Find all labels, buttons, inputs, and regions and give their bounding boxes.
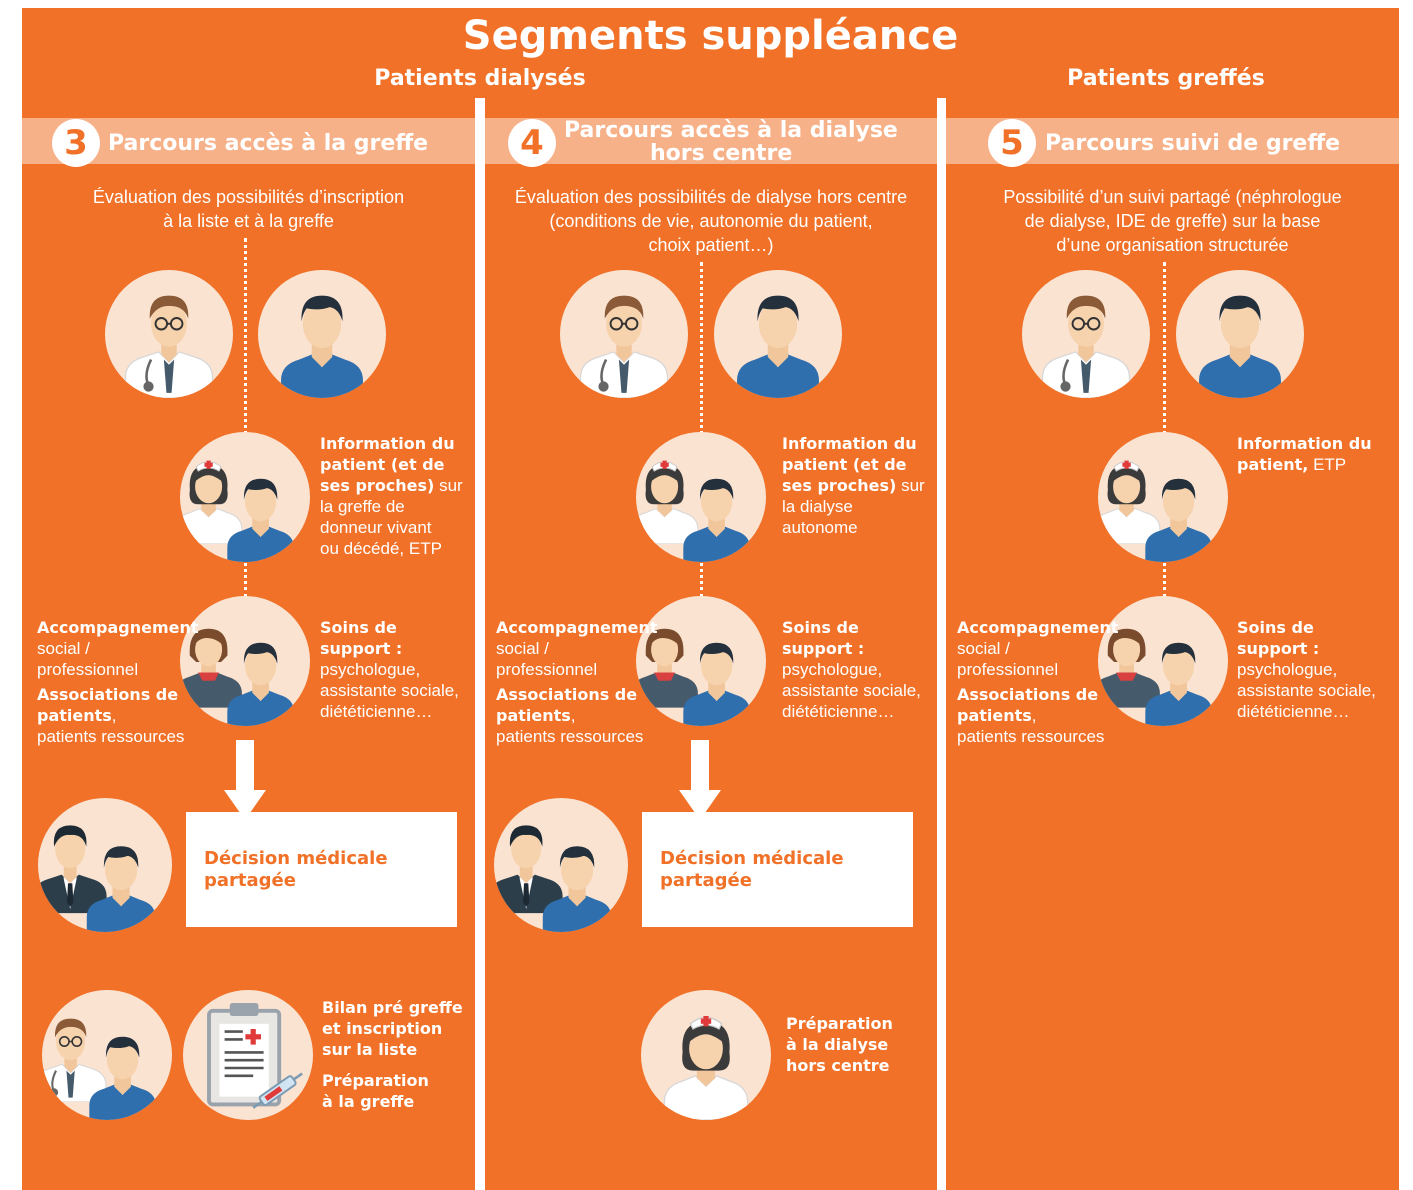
column-5-support-text: Soins de support : psychologue, assistan…: [1237, 618, 1376, 721]
column-5-title: Parcours suivi de greffe: [1045, 131, 1341, 156]
clipboard-icon: [183, 990, 313, 1120]
doctor-patient-icon: [42, 990, 172, 1120]
column-3-title: Parcours accès à la greffe: [108, 131, 429, 156]
column-3-info-text: Information du patient (et de ses proche…: [320, 434, 463, 558]
column-4-band: [485, 118, 937, 164]
doctor-icon: [560, 270, 688, 398]
column-4-connector: [700, 262, 703, 598]
header-greffes: Patients greffés: [1067, 66, 1265, 91]
column-5-description: Possibilité d’un suivi partagé (néphrolo…: [1003, 187, 1342, 255]
column-3-description: Évaluation des possibilités d’inscriptio…: [92, 187, 405, 231]
header-dialyses: Patients dialysés: [374, 66, 586, 91]
column-4-decision-box: Décision médicale partagée: [642, 812, 913, 927]
doctor-icon: [105, 270, 233, 398]
decision-line-1: Décision médicale: [660, 848, 844, 869]
column-4-number-badge: 4: [508, 119, 556, 167]
column-3-decision-box: Décision médicale partagée: [186, 812, 457, 927]
decision-line-1: Décision médicale: [204, 848, 388, 869]
column-3-connector: [244, 238, 247, 598]
column-3-final-text: Bilan pré greffe et inscription sur la l…: [322, 998, 463, 1111]
doctor-icon: [1022, 270, 1150, 398]
column-4-info-text: Information du patient (et de ses proche…: [782, 434, 925, 537]
social-worker-patient-icon: [180, 596, 310, 726]
column-3-number-badge: 3: [52, 119, 100, 167]
column-4-description: Évaluation des possibilités de dialyse h…: [514, 187, 908, 255]
down-arrow-icon: [679, 740, 721, 820]
businessman-patient-icon: [38, 798, 172, 932]
decision-line-2: partagée: [204, 870, 296, 891]
nurse-patient-icon: [636, 432, 766, 562]
businessman-patient-icon: [494, 798, 628, 932]
down-arrow-icon: [224, 740, 266, 820]
column-5-connector: [1163, 262, 1166, 598]
column-4-support-text: Soins de support : psychologue, assistan…: [782, 618, 921, 721]
column-4-accomp-text: Accompagnement social / professionnel As…: [496, 618, 658, 746]
column-5-info-text: Information du patient, ETP: [1237, 434, 1372, 474]
social-worker-patient-icon: [636, 596, 766, 726]
column-4-title-line-2: hors centre: [650, 141, 793, 166]
column-3-accomp-text: Accompagnement social / professionnel As…: [37, 618, 199, 746]
patient-icon: [258, 270, 386, 398]
social-worker-patient-icon: [1098, 596, 1228, 726]
nurse-icon: [641, 990, 771, 1120]
patient-icon: [714, 270, 842, 398]
column-3-support-text: Soins de support : psychologue, assistan…: [320, 618, 459, 721]
column-4-final-text: Préparation à la dialyse hors centre: [786, 1014, 893, 1075]
page-title: Segments suppléance: [462, 13, 959, 59]
header-banner: [22, 8, 1399, 100]
decision-line-2: partagée: [660, 870, 752, 891]
patient-icon: [1176, 270, 1304, 398]
column-5-number-badge: 5: [988, 119, 1036, 167]
column-5-accomp-text: Accompagnement social / professionnel As…: [957, 618, 1119, 746]
column-4-title-line-1: Parcours accès à la dialyse: [564, 118, 898, 143]
header-divider-right: [937, 98, 946, 1190]
nurse-patient-icon: [180, 432, 310, 562]
nurse-patient-icon: [1098, 432, 1228, 562]
header-divider-left: [475, 98, 485, 1190]
